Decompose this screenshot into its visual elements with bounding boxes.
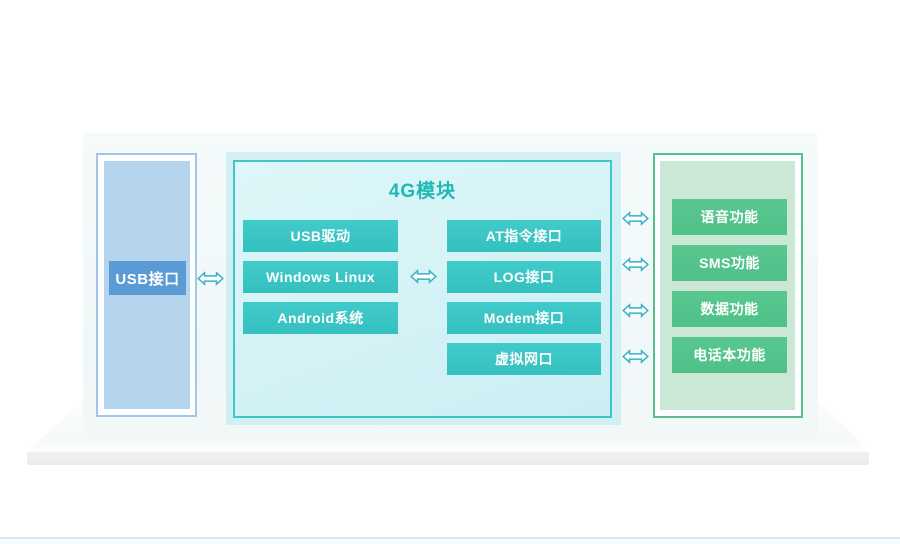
function-box-phonebook: 电话本功能 xyxy=(672,337,787,373)
module-title: 4G模块 xyxy=(388,181,457,202)
function-box-data: 数据功能 xyxy=(672,291,787,327)
double-arrow-icon xyxy=(622,257,649,272)
double-arrow-icon xyxy=(622,303,649,318)
function-box-voice: 语音功能 xyxy=(672,199,787,235)
bottom-decor-strip xyxy=(0,537,900,544)
function-box-sms: SMS功能 xyxy=(672,245,787,281)
double-arrow-icon xyxy=(622,349,649,364)
software-box-windows-linux: Windows Linux xyxy=(243,261,398,293)
double-arrow-icon xyxy=(197,271,224,286)
usb-interface-label: USB接口 xyxy=(109,261,186,295)
double-arrow-icon xyxy=(410,269,437,284)
software-box-android: Android系统 xyxy=(243,302,398,334)
double-arrow-icon xyxy=(622,211,649,226)
table-front-edge xyxy=(27,452,869,465)
interface-box-log: LOG接口 xyxy=(447,261,601,293)
interface-box-virtual-net: 虚拟网口 xyxy=(447,343,601,375)
interface-box-modem: Modem接口 xyxy=(447,302,601,334)
software-box-usb-driver: USB驱动 xyxy=(243,220,398,252)
interface-box-at-command: AT指令接口 xyxy=(447,220,601,252)
